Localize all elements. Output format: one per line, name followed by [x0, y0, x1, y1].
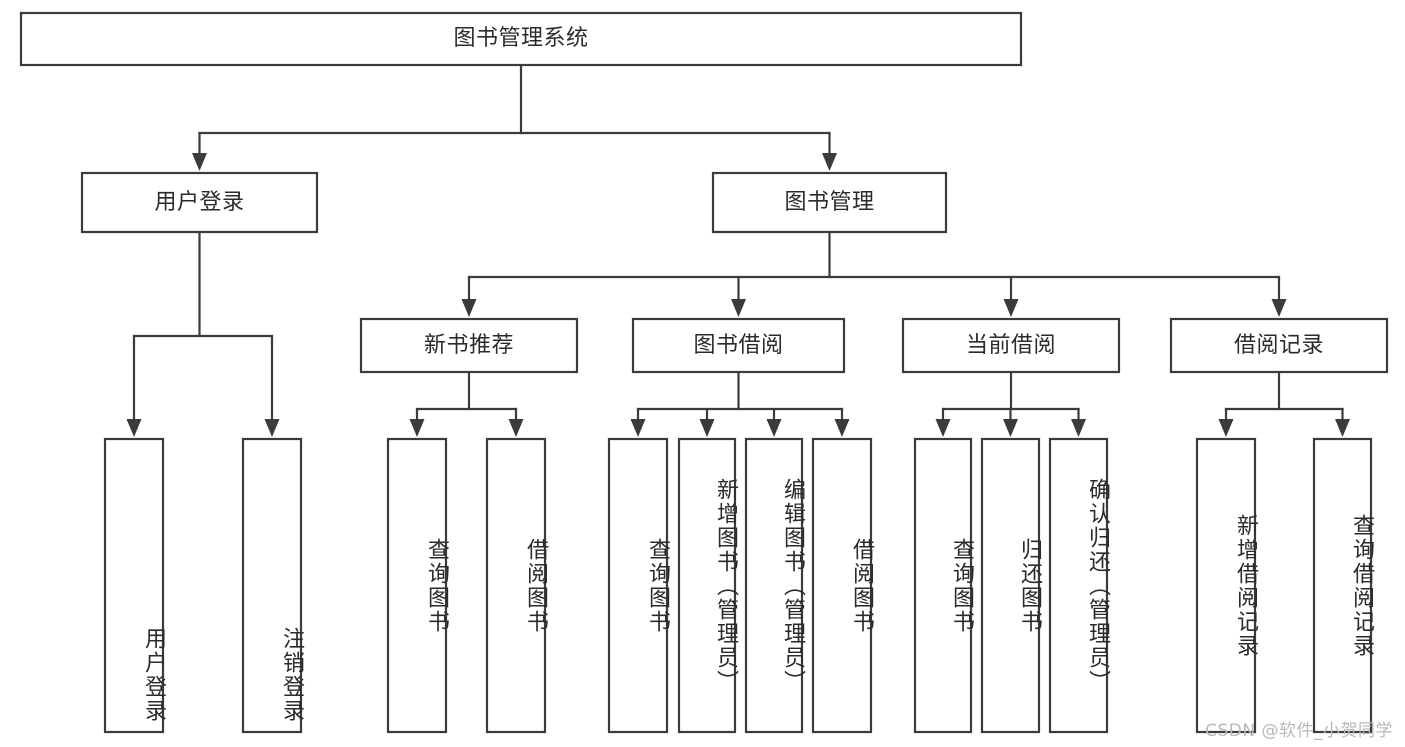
node-box-l3_0[interactable] [103, 437, 165, 734]
node-box-l3_12[interactable] [1312, 437, 1373, 734]
node-l2_3[interactable] [1170, 318, 1388, 373]
node-box-l1_0[interactable] [80, 171, 319, 234]
node-box-l2_3[interactable] [1169, 317, 1389, 374]
node-l3_1[interactable] [242, 438, 302, 733]
node-l3_0[interactable] [104, 438, 164, 733]
node-box-root[interactable] [19, 11, 1023, 67]
arrow-head-icon [731, 299, 746, 317]
node-l2_1[interactable] [632, 318, 845, 373]
arrow-head-icon [1003, 299, 1019, 317]
arrow-head-icon [264, 419, 280, 437]
node-box-l2_0[interactable] [359, 317, 579, 374]
node-box-l3_4[interactable] [607, 437, 669, 734]
node-box-l3_9[interactable] [980, 437, 1041, 734]
arrow-head-icon [461, 299, 477, 317]
arrow-head-icon [1003, 419, 1018, 437]
edge-group-l2_1 [630, 371, 850, 437]
arrow-head-icon [126, 419, 142, 437]
arrow-head-icon [834, 419, 850, 437]
node-box-l3_3[interactable] [485, 437, 547, 734]
arrow-head-icon [630, 419, 646, 437]
arrow-head-icon [1218, 419, 1234, 437]
node-box-l3_5[interactable] [677, 437, 737, 734]
node-layer [19, 11, 1389, 734]
node-l3_6[interactable] [745, 438, 803, 733]
arrow-head-icon [1271, 299, 1287, 317]
edge-group-l1_0 [126, 231, 280, 437]
node-l3_5[interactable] [678, 438, 736, 733]
node-l2_0[interactable] [360, 318, 578, 373]
arrow-head-icon [508, 419, 524, 437]
node-l3_12[interactable] [1313, 438, 1372, 733]
arrow-head-icon [409, 419, 425, 437]
edge-group-root [192, 64, 837, 171]
arrow-head-icon [192, 153, 207, 171]
arrow-head-icon [699, 419, 715, 437]
arrow-head-icon [1071, 419, 1086, 437]
node-l3_8[interactable] [914, 438, 972, 733]
edge-layer [126, 64, 1350, 437]
edge-group-l2_3 [1218, 371, 1350, 437]
node-box-l2_2[interactable] [901, 317, 1121, 374]
arrow-head-icon [935, 419, 951, 437]
node-l3_11[interactable] [1196, 438, 1256, 733]
node-box-l3_8[interactable] [913, 437, 973, 734]
node-box-l3_11[interactable] [1195, 437, 1257, 734]
edge-group-l1_1 [461, 231, 1287, 317]
arrow-head-icon [1335, 419, 1350, 437]
node-box-l3_1[interactable] [241, 437, 303, 734]
node-l1_0[interactable] [81, 172, 318, 233]
node-l3_3[interactable] [486, 438, 546, 733]
node-l3_7[interactable] [812, 438, 872, 733]
node-box-l3_6[interactable] [744, 437, 804, 734]
node-l2_2[interactable] [902, 318, 1120, 373]
node-l3_4[interactable] [608, 438, 668, 733]
node-box-l3_2[interactable] [386, 437, 448, 734]
node-box-l3_7[interactable] [811, 437, 873, 734]
watermark-text: CSDN @软件_小贺同学 [1205, 721, 1393, 741]
node-l3_10[interactable] [1049, 438, 1108, 733]
node-l1_1[interactable] [712, 172, 947, 233]
edge-group-l2_2 [935, 371, 1086, 437]
node-box-l3_10[interactable] [1048, 437, 1109, 734]
node-box-l2_1[interactable] [631, 317, 846, 374]
node-root[interactable] [20, 12, 1022, 66]
node-box-l1_1[interactable] [711, 171, 948, 234]
edge-group-l2_0 [409, 371, 524, 437]
node-l3_2[interactable] [387, 438, 447, 733]
arrow-head-icon [766, 419, 782, 437]
arrow-head-icon [822, 153, 837, 171]
node-l3_9[interactable] [981, 438, 1040, 733]
